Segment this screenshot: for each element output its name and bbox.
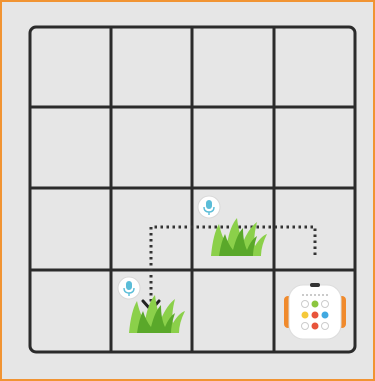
- game-board: [2, 2, 373, 379]
- robot-top-notch: [310, 283, 320, 287]
- robot-icon[interactable]: [284, 283, 346, 339]
- grass-icon: [211, 218, 267, 256]
- voice-marker-icon[interactable]: [118, 277, 140, 299]
- grass-icon: [129, 295, 185, 333]
- voice-marker-icon[interactable]: [198, 196, 220, 218]
